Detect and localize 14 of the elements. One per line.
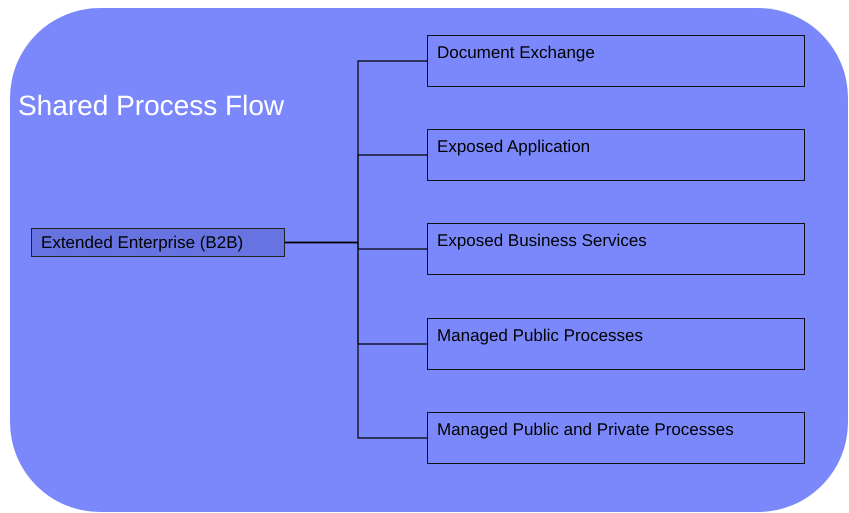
process-box	[427, 318, 805, 370]
box-label: Managed Public Processes	[437, 326, 644, 346]
panel-title: Shared Process Flow	[18, 90, 284, 122]
process-box	[427, 223, 805, 275]
process-box: Extended Enterprise (B2B)	[31, 228, 285, 257]
panel-background	[10, 8, 848, 512]
process-box	[427, 35, 805, 87]
process-box	[427, 412, 805, 464]
box-label: Document Exchange	[437, 43, 595, 63]
box-label: Managed Public and Private Processes	[437, 420, 734, 440]
process-box	[427, 129, 805, 181]
box-label: Exposed Business Services	[437, 231, 647, 251]
connector-line	[285, 242, 427, 439]
box-label: Exposed Application	[437, 137, 590, 157]
